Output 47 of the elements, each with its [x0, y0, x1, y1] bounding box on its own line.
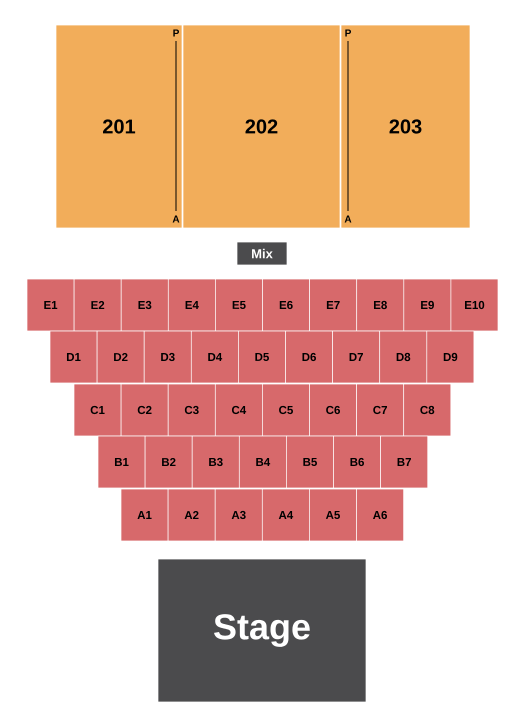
stage: Stage — [158, 558, 366, 702]
seating-section: E6 — [262, 278, 310, 332]
seating-section: B3 — [192, 436, 240, 488]
seating-section: C6 — [309, 384, 357, 436]
seating-section: D6 — [285, 330, 333, 384]
seating-section: A3 — [214, 488, 263, 542]
seating-section: D2 — [96, 330, 145, 384]
seating-section: C8 — [403, 384, 452, 436]
seating-section: A6 — [356, 488, 404, 542]
seating-section: E1 — [26, 278, 74, 332]
seating-section: B6 — [333, 436, 381, 488]
seating-section: B5 — [286, 436, 334, 488]
seating-section: A4 — [262, 488, 310, 542]
mix-position: Mix — [236, 242, 288, 266]
seating-section: C2 — [120, 384, 169, 436]
seating-section: E3 — [120, 278, 169, 332]
seating-section: E10 — [450, 278, 498, 332]
row-letter: P — [173, 30, 179, 36]
seating-section: C4 — [214, 384, 263, 436]
seating-section: E7 — [309, 278, 358, 332]
seating-section: D7 — [332, 330, 380, 384]
seating-section: D4 — [190, 330, 239, 384]
row-letter: A — [344, 216, 352, 222]
seating-section: B2 — [144, 436, 193, 488]
seating-section: C7 — [356, 384, 404, 436]
seating-section: A1 — [120, 488, 168, 542]
seating-section: D9 — [426, 330, 474, 384]
seating-section: D1 — [50, 330, 98, 384]
seating-section: A2 — [168, 488, 216, 542]
seating-section: A5 — [309, 488, 357, 542]
seating-section: E8 — [356, 278, 404, 332]
seating-section: C3 — [168, 384, 216, 436]
seating-section: D8 — [379, 330, 428, 384]
seating-section: E2 — [74, 278, 122, 332]
seating-section: B4 — [238, 436, 287, 488]
seating-section: E5 — [215, 278, 263, 332]
seating-section: E4 — [168, 278, 216, 332]
seating-section: E9 — [403, 278, 452, 332]
seating-section: B1 — [98, 436, 146, 488]
row-letter: A — [172, 216, 180, 222]
seating-section: D3 — [144, 330, 192, 384]
row-letter: P — [345, 30, 351, 36]
seating-section: 202 — [182, 24, 340, 228]
seating-section: C1 — [74, 384, 122, 436]
seating-section: D5 — [238, 330, 286, 384]
seating-section: C5 — [262, 384, 310, 436]
seating-section: B7 — [380, 436, 428, 488]
